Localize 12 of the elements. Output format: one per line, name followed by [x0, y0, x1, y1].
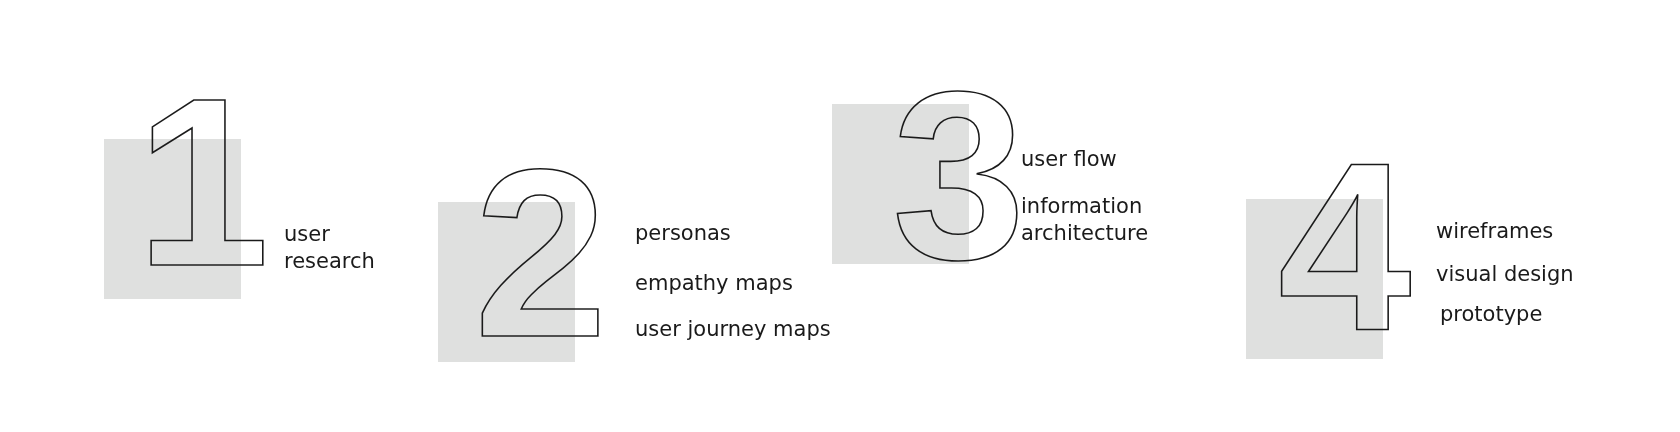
step-item: user flow — [1021, 146, 1118, 173]
step-item: visual design — [1436, 261, 1575, 288]
step-item: user research — [284, 221, 376, 275]
step-item: information architecture — [1021, 193, 1150, 247]
step-item: prototype — [1440, 301, 1544, 328]
step-number: 2 — [474, 166, 608, 340]
step-item: wireframes — [1436, 218, 1555, 245]
step-item: empathy maps — [635, 270, 794, 297]
step-number: 1 — [136, 95, 270, 269]
step-number: 4 — [1278, 160, 1412, 334]
step-item: user journey maps — [635, 316, 832, 343]
step-item: personas — [635, 220, 732, 247]
